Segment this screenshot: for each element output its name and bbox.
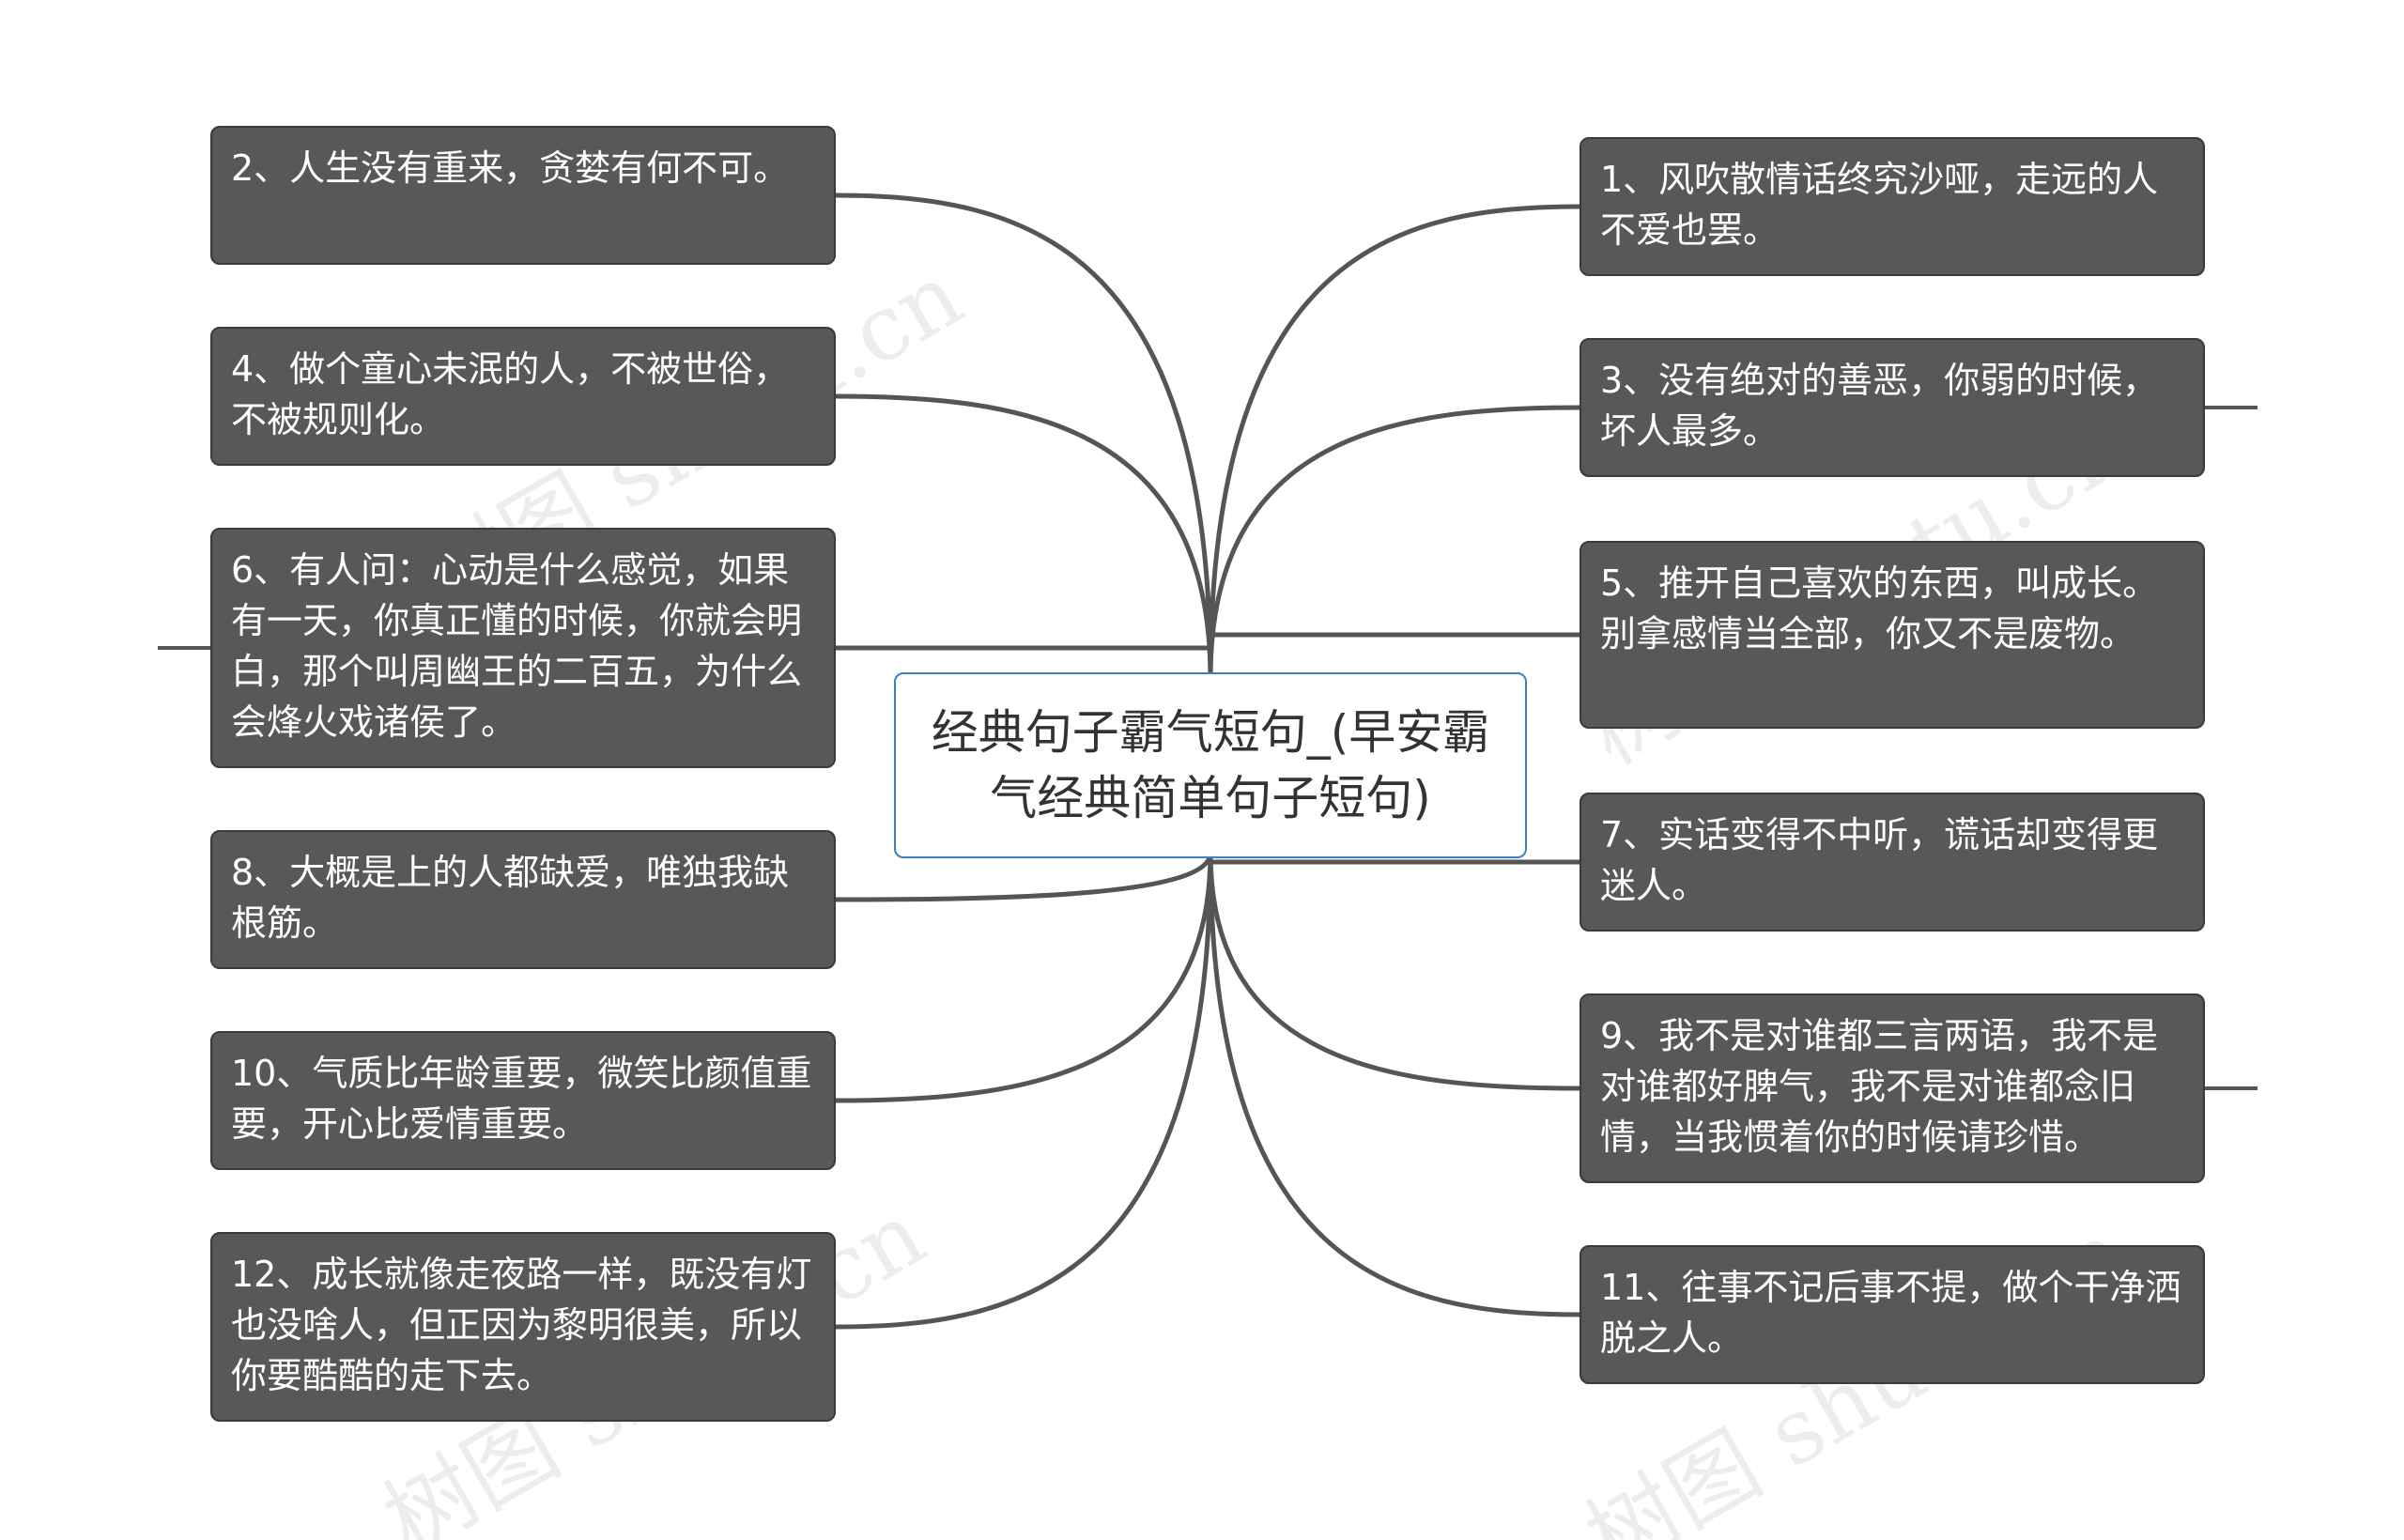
connector-line	[1208, 850, 1582, 1091]
branch-node[interactable]: 11、往事不记后事不提，做个干净洒脱之人。	[1580, 1245, 2205, 1384]
root-topic[interactable]: 经典句子霸气短句_(早安霸气经典简单句子短句)	[894, 672, 1527, 858]
connector-line	[1208, 850, 1582, 1317]
branch-node[interactable]: 9、我不是对谁都三言两语，我不是对谁都好脾气，我不是对谁都念旧情，当我惯着你的时…	[1580, 993, 2205, 1183]
branch-node[interactable]: 4、做个童心未泯的人，不被世俗，不被规则化。	[210, 327, 836, 466]
branch-node[interactable]: 10、气质比年龄重要，微笑比颜值重要，开心比爱情重要。	[210, 1031, 836, 1170]
connector-line	[833, 850, 1213, 1330]
connector-line	[833, 192, 1213, 681]
branch-node[interactable]: 1、风吹散情话终究沙哑，走远的人不爱也罢。	[1580, 137, 2205, 276]
branch-node[interactable]: 3、没有绝对的善恶，你弱的时候，坏人最多。	[1580, 338, 2205, 477]
connector-line	[1208, 204, 1582, 681]
connector-line	[833, 850, 1213, 902]
connector-line	[1208, 405, 1582, 681]
branch-node[interactable]: 6、有人问：心动是什么感觉，如果有一天，你真正懂的时候，你就会明白，那个叫周幽王…	[210, 528, 836, 768]
branch-node[interactable]: 7、实话变得不中听，谎话却变得更迷人。	[1580, 793, 2205, 932]
branch-node[interactable]: 12、成长就像走夜路一样，既没有灯也没啥人，但正因为黎明很美，所以你要酷酷的走下…	[210, 1232, 836, 1422]
branch-node[interactable]: 2、人生没有重来，贪婪有何不可。	[210, 126, 836, 265]
branch-node[interactable]: 5、推开自己喜欢的东西，叫成长。别拿感情当全部，你又不是废物。	[1580, 541, 2205, 729]
connector-line	[833, 393, 1213, 681]
root-topic-label: 经典句子霸气短句_(早安霸气经典简单句子短句)	[931, 705, 1490, 825]
branch-node[interactable]: 8、大概是上的人都缺爱，唯独我缺根筋。	[210, 830, 836, 969]
connector-line	[833, 850, 1213, 1103]
